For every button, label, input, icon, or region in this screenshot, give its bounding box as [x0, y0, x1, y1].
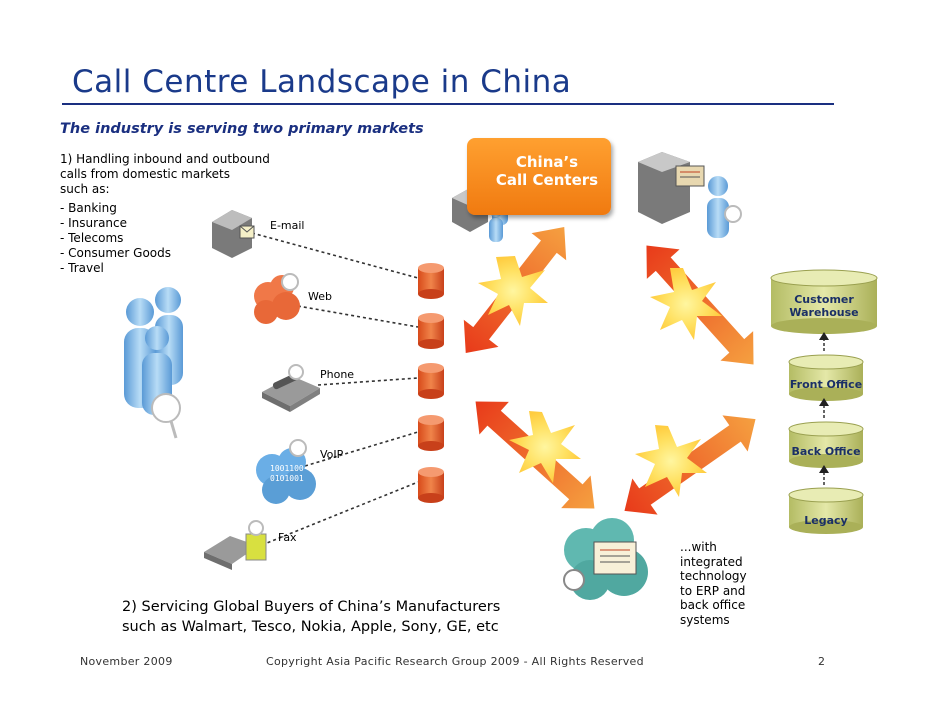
voip-bits-line: 0101001: [270, 474, 304, 483]
title-underline: [62, 103, 834, 105]
fax-icon: [204, 520, 267, 570]
slide-subtitle: The industry is serving two primary mark…: [60, 121, 424, 137]
list-item: - Telecoms: [60, 231, 124, 245]
note-line: systems: [680, 612, 730, 627]
market1-list: - Banking - Insurance - Telecoms - Consu…: [60, 201, 171, 276]
back-office-label: Back Office: [791, 445, 861, 458]
market1-line1: 1) Handling inbound and outbound: [60, 152, 270, 166]
note-line: to ERP and: [680, 583, 746, 598]
server-person-icon: [638, 152, 742, 238]
integration-note: ...with integrated technology to ERP and…: [680, 540, 747, 627]
market2-line1: 2) Servicing Global Buyers of China’s Ma…: [122, 599, 501, 615]
voip-binary-text: 1001100 0101001: [270, 464, 304, 484]
note-line: integrated: [680, 554, 743, 569]
email-label: E-mail: [270, 219, 305, 232]
voip-bits-line: 1001100: [270, 464, 304, 473]
footer-date: November 2009: [80, 655, 173, 668]
phone-icon: [262, 364, 320, 412]
call-centers-line2: Call Centers: [495, 171, 599, 189]
market1-text: 1) Handling inbound and outbound calls f…: [60, 152, 270, 197]
market2-text: 2) Servicing Global Buyers of China’s Ma…: [122, 597, 500, 637]
list-item: - Banking: [60, 201, 117, 215]
footer-page-number: 2: [818, 655, 826, 668]
document-cloud-icon: [563, 518, 648, 600]
call-centers-label: China’s Call Centers: [467, 153, 627, 189]
web-cloud-icon: [254, 273, 300, 324]
flow-arrows: [463, 226, 756, 515]
list-item: - Insurance: [60, 216, 128, 230]
connector-lines: [251, 232, 419, 546]
customer-warehouse-line2: Warehouse: [789, 306, 859, 319]
slide-title: Call Centre Landscape in China: [72, 64, 572, 100]
fax-label: Fax: [278, 531, 297, 544]
phone-label: Phone: [320, 368, 355, 381]
list-item: - Consumer Goods: [60, 246, 171, 260]
email-server-icon: [212, 210, 255, 258]
call-centers-line1: China’s: [515, 153, 579, 171]
note-line: technology: [680, 569, 747, 583]
legacy-label: Legacy: [804, 514, 848, 527]
market1-line3: such as:: [60, 182, 110, 196]
footer-copyright: Copyright Asia Pacific Research Group 20…: [266, 655, 644, 668]
channel-cylinders: [418, 263, 444, 503]
system-stack: [770, 269, 878, 534]
voip-label: VoIP: [320, 448, 344, 461]
front-office-label: Front Office: [789, 378, 863, 391]
call-centers-box: [467, 138, 611, 215]
voip-cloud-icon: [256, 439, 316, 504]
people-group-icon: [124, 287, 183, 439]
web-label: Web: [308, 290, 332, 303]
market1-line2: calls from domestic markets: [60, 167, 230, 181]
list-item: - Travel: [60, 261, 104, 275]
market2-line2: such as Walmart, Tesco, Nokia, Apple, So…: [122, 619, 499, 635]
note-line: back office: [680, 598, 746, 612]
customer-warehouse-label: Customer Warehouse: [771, 293, 877, 319]
note-line: ...with: [680, 540, 717, 554]
customer-warehouse-line1: Customer: [794, 293, 854, 306]
